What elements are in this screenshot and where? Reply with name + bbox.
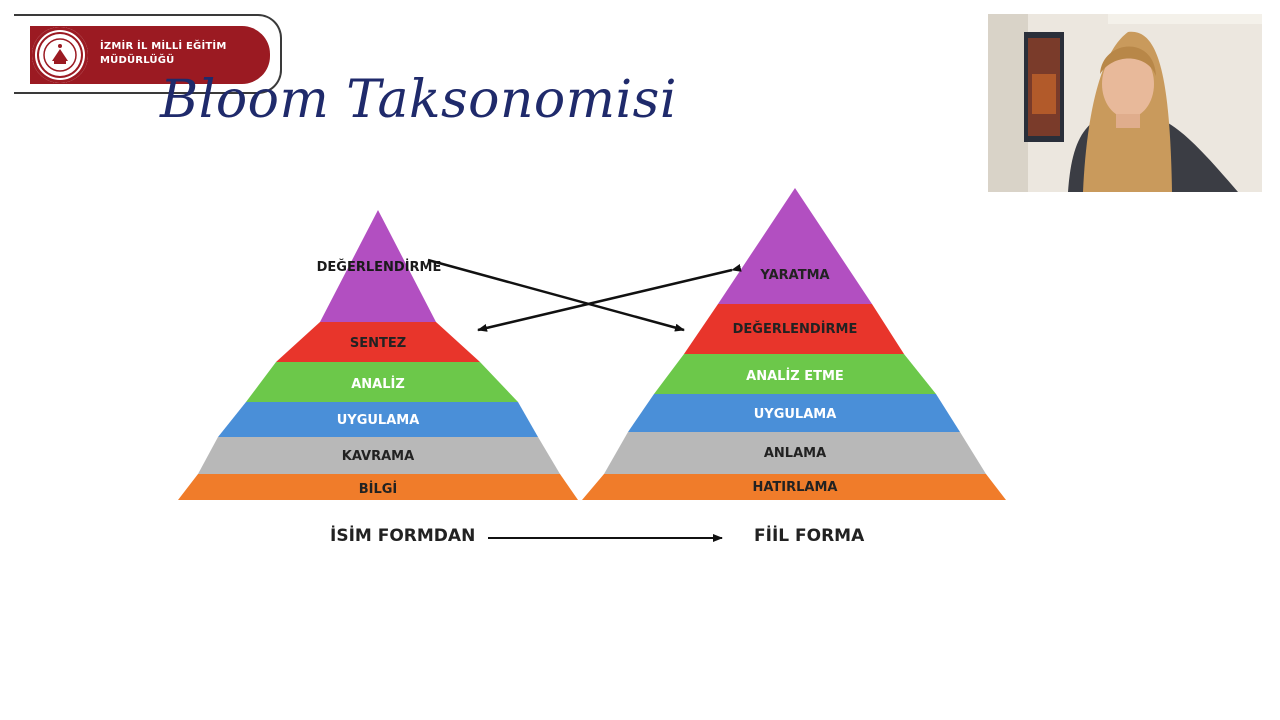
ministry-seal-icon (32, 27, 88, 83)
right-band-uygulama (628, 394, 960, 432)
left-label-uygulama: UYGULAMA (337, 413, 420, 428)
right-band-hatirlama (582, 474, 1006, 500)
logo-frame (14, 14, 282, 94)
left-band-bilgi (178, 474, 578, 500)
logo-text: İZMİR İL MİLLİ EĞİTİM MÜDÜRLÜĞÜ (100, 40, 226, 68)
left-label-degerlendirme: DEĞERLENDİRME (317, 259, 442, 275)
left-label-kavrama: KAVRAMA (342, 449, 414, 464)
left-band-sentez (276, 322, 480, 362)
right-label-hatirlama: HATIRLAMA (753, 480, 838, 495)
logo-line-2: MÜDÜRLÜĞÜ (100, 55, 175, 66)
left-label-analiz: ANALİZ (351, 376, 405, 392)
right-label-yaratma: YARATMA (759, 268, 829, 283)
right-band-yaratma (718, 188, 872, 304)
cross-arrow-degerlendirme (427, 258, 685, 332)
noun-form-label: İSİM FORMDAN (330, 526, 476, 546)
right-label-anlama: ANLAMA (764, 446, 826, 461)
right-label-degerlendirme: DEĞERLENDİRME (733, 321, 858, 337)
webcam-video (988, 14, 1262, 192)
verb-form-label: FİİL FORMA (754, 526, 865, 546)
right-label-uygulama: UYGULAMA (754, 407, 837, 422)
right-band-analiz-etme (654, 354, 936, 394)
left-band-kavrama (198, 437, 560, 474)
left-label-sentez: SENTEZ (350, 336, 406, 351)
left-band-uygulama (218, 402, 538, 437)
cross-arrow-sentez (477, 264, 742, 332)
slide-title: Bloom Taksonomisi (160, 70, 677, 130)
left-band-degerlendirme (320, 210, 436, 322)
left-label-bilgi: BİLGİ (359, 481, 398, 497)
left-band-analiz (246, 362, 518, 402)
right-band-anlama (604, 432, 986, 474)
logo-line-1: İZMİR İL MİLLİ EĞİTİM (100, 41, 227, 52)
right-label-analiz-etme: ANALİZ ETME (746, 368, 844, 384)
